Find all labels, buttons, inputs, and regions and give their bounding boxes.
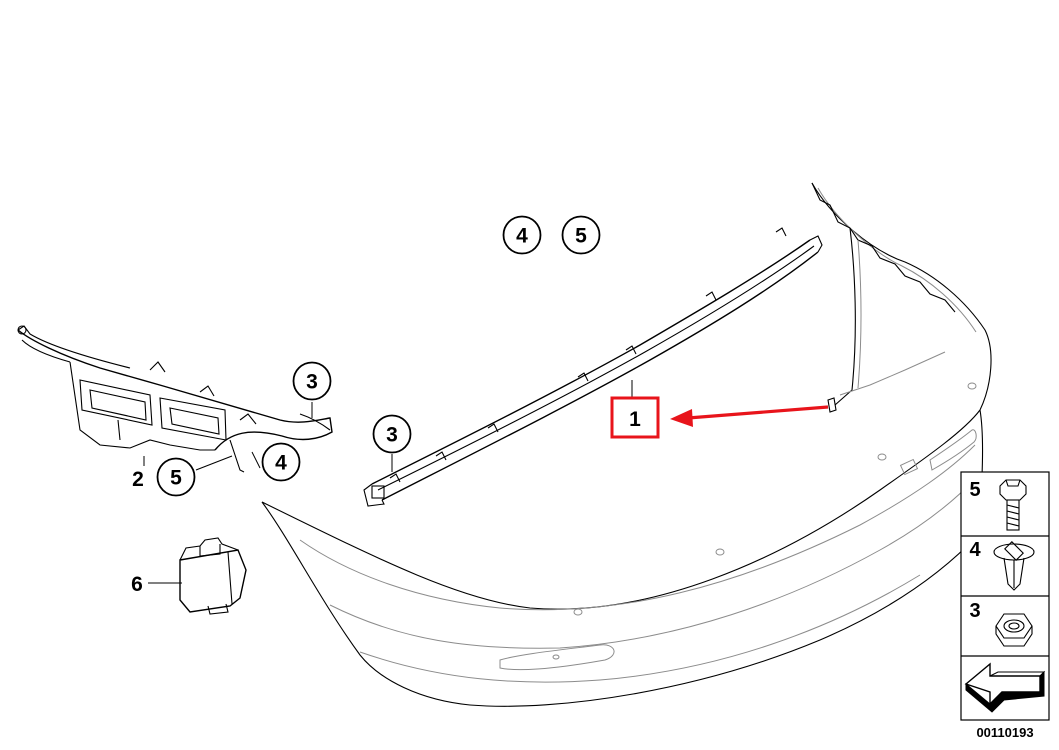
callout-number: 5 — [575, 225, 587, 248]
small-bracket-part-6 — [179, 537, 247, 615]
callout-number: 4 — [275, 452, 287, 475]
legend-number: 4 — [969, 539, 981, 561]
guide-strip-part-1 — [363, 227, 823, 507]
callout-top-4[interactable]: 4 — [502, 215, 542, 255]
callout-mid-3[interactable]: 3 — [372, 414, 412, 454]
part-6-label: 6 — [131, 573, 143, 596]
part-2-label: 2 — [132, 468, 144, 491]
part-1-highlight-box — [610, 396, 660, 439]
callout-number: 4 — [516, 225, 528, 248]
callout-number: 3 — [306, 371, 318, 394]
leader-lines — [143, 380, 633, 584]
legend-item-3: 3 — [969, 600, 1033, 647]
part-1-label: 1 — [629, 408, 641, 431]
callout-top-5[interactable]: 5 — [561, 215, 601, 255]
callout-number: 5 — [170, 467, 182, 490]
legend-item-4: 4 — [969, 539, 1035, 591]
bumper-cover — [261, 182, 992, 707]
legend-number: 5 — [969, 479, 980, 501]
front-arrow-icon — [964, 662, 1046, 713]
callout-left-4[interactable]: 4 — [261, 442, 301, 482]
bolt-icon — [999, 479, 1027, 531]
callout-left-5[interactable]: 5 — [156, 457, 196, 497]
legend-item-5: 5 — [969, 479, 1027, 531]
legend-number: 3 — [969, 600, 980, 622]
callout-left-3[interactable]: 3 — [292, 361, 332, 401]
legend-panel: 5 4 3 — [960, 471, 1050, 721]
side-bracket-part-2 — [17, 325, 333, 473]
diagram-code: 00110193 — [976, 725, 1033, 740]
expanding-rivet-icon — [993, 541, 1035, 591]
hex-nut-icon — [995, 613, 1033, 647]
highlight-arrow — [670, 405, 829, 427]
callout-number: 3 — [386, 424, 398, 447]
